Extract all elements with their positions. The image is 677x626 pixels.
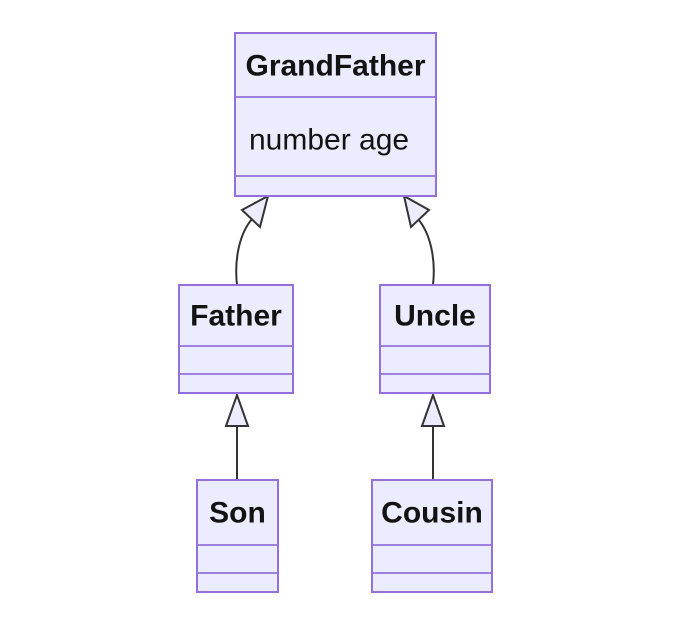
- inheritance-arrowhead-icon: [240, 194, 270, 229]
- class-attribute: number age: [249, 124, 409, 157]
- class-box: [234, 32, 437, 197]
- class-title: Uncle: [394, 300, 476, 333]
- class-title: Cousin: [381, 497, 483, 530]
- class-title: Son: [209, 497, 266, 530]
- inheritance-arrowhead-icon: [224, 392, 250, 427]
- edge-line: [235, 218, 253, 286]
- class-node-son: Son: [196, 479, 279, 593]
- inheritance-arrowhead-icon: [402, 194, 431, 229]
- edge-father-grandfather: [235, 194, 270, 286]
- edge-cousin-uncle: [420, 392, 446, 480]
- edge-line: [417, 218, 435, 286]
- class-box: [178, 284, 294, 394]
- edge-son-father: [224, 392, 250, 480]
- class-title: GrandFather: [245, 50, 425, 83]
- class-node-grandfather: GrandFather number age: [234, 32, 437, 197]
- class-title: Father: [190, 300, 282, 333]
- class-node-uncle: Uncle: [379, 284, 491, 394]
- class-node-father: Father: [178, 284, 294, 394]
- class-node-cousin: Cousin: [371, 479, 493, 593]
- edge-uncle-grandfather: [402, 194, 435, 286]
- inheritance-arrowhead-icon: [420, 392, 446, 427]
- class-box: [379, 284, 491, 394]
